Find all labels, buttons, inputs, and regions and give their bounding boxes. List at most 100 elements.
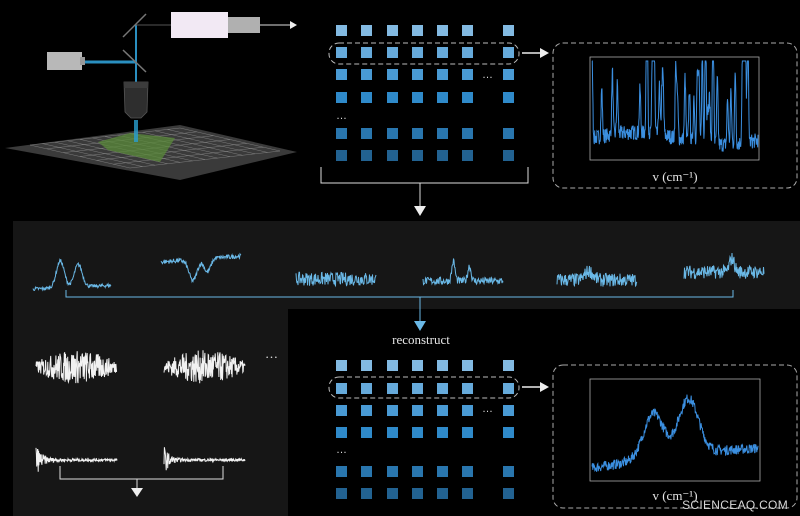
axis-label-bottom: v (cm⁻¹) bbox=[652, 488, 697, 503]
spectrometer bbox=[171, 12, 228, 38]
pixel bbox=[336, 466, 347, 477]
mirror bbox=[122, 49, 147, 73]
pixel bbox=[437, 25, 448, 36]
laser-source-tip bbox=[80, 57, 85, 65]
pixel bbox=[412, 150, 423, 161]
time-signal bbox=[35, 447, 118, 472]
pixel bbox=[462, 405, 473, 416]
component-spectrum bbox=[422, 258, 504, 286]
pixel bbox=[387, 488, 398, 499]
pixel bbox=[437, 128, 448, 139]
spectrum-line bbox=[591, 394, 759, 472]
pixel bbox=[361, 128, 372, 139]
arrowhead bbox=[131, 488, 143, 497]
watermark: SCIENCEAQ.COM bbox=[682, 498, 788, 512]
pixel bbox=[503, 488, 514, 499]
pixel bbox=[412, 427, 423, 438]
component-spectrum bbox=[32, 257, 112, 292]
pixel bbox=[462, 488, 473, 499]
pixel bbox=[336, 383, 347, 394]
pixel bbox=[387, 47, 398, 58]
time-signal bbox=[163, 350, 246, 384]
pixel bbox=[412, 383, 423, 394]
grid-line bbox=[129, 150, 281, 169]
pixel bbox=[361, 405, 372, 416]
pixel bbox=[412, 69, 423, 80]
arrowhead bbox=[414, 321, 426, 331]
pixel bbox=[412, 466, 423, 477]
arrowhead bbox=[540, 48, 549, 58]
microscope-setup bbox=[5, 12, 297, 180]
pixel bbox=[336, 25, 347, 36]
pixel bbox=[503, 466, 514, 477]
pixel bbox=[336, 360, 347, 371]
pixel bbox=[437, 383, 448, 394]
reconstruct-panel bbox=[288, 309, 800, 516]
pixel bbox=[437, 427, 448, 438]
pixel bbox=[361, 466, 372, 477]
pixel bbox=[336, 128, 347, 139]
component-spectrum bbox=[556, 265, 638, 288]
pixel bbox=[503, 92, 514, 103]
ellipsis: … bbox=[482, 403, 493, 415]
pixel bbox=[437, 69, 448, 80]
detector bbox=[228, 17, 260, 33]
pixel bbox=[462, 383, 473, 394]
grid-line bbox=[96, 143, 247, 161]
pixel bbox=[462, 69, 473, 80]
pixel bbox=[412, 25, 423, 36]
spectral-components bbox=[32, 252, 765, 292]
time-signals bbox=[35, 350, 246, 472]
spectrum-line bbox=[591, 60, 759, 152]
grid-line bbox=[113, 146, 264, 165]
pixel bbox=[361, 150, 372, 161]
pixel bbox=[336, 150, 347, 161]
ellipsis: … bbox=[265, 346, 278, 361]
pixel bbox=[437, 47, 448, 58]
pixel bbox=[412, 128, 423, 139]
pixel bbox=[387, 150, 398, 161]
pixel bbox=[437, 405, 448, 416]
grid-line bbox=[29, 127, 181, 146]
pixel bbox=[412, 360, 423, 371]
pixel-grid-top: …… bbox=[336, 25, 514, 161]
plot-frame-bottom bbox=[589, 378, 761, 482]
pixel bbox=[336, 427, 347, 438]
pixel bbox=[503, 383, 514, 394]
pixel bbox=[462, 128, 473, 139]
pixel bbox=[437, 466, 448, 477]
pixel bbox=[387, 405, 398, 416]
pixel bbox=[412, 47, 423, 58]
pixel bbox=[387, 25, 398, 36]
pixel bbox=[462, 150, 473, 161]
pixel bbox=[387, 69, 398, 80]
arrowhead bbox=[414, 206, 426, 216]
ellipsis: … bbox=[336, 444, 347, 456]
pixel bbox=[361, 488, 372, 499]
pixel bbox=[336, 69, 347, 80]
component-bracket bbox=[65, 290, 734, 298]
axis-label-top: v (cm⁻¹) bbox=[652, 169, 697, 184]
pixel bbox=[503, 69, 514, 80]
pixel bbox=[503, 150, 514, 161]
pixel bbox=[361, 92, 372, 103]
spectrum-box-top bbox=[552, 42, 798, 189]
row-selection-top bbox=[328, 42, 520, 65]
pixel bbox=[412, 405, 423, 416]
objective-ring bbox=[124, 82, 148, 88]
pixel bbox=[387, 466, 398, 477]
pixel bbox=[503, 360, 514, 371]
component-spectrum bbox=[160, 252, 242, 284]
plot-frame-top bbox=[589, 56, 760, 161]
pixel bbox=[336, 92, 347, 103]
pixel bbox=[503, 427, 514, 438]
pixel bbox=[387, 128, 398, 139]
component-spectrum bbox=[683, 252, 765, 280]
output-arrowhead bbox=[290, 21, 297, 29]
pixel bbox=[462, 25, 473, 36]
pixel bbox=[361, 427, 372, 438]
pixel bbox=[336, 405, 347, 416]
pixel bbox=[503, 47, 514, 58]
time-signal bbox=[35, 351, 118, 384]
